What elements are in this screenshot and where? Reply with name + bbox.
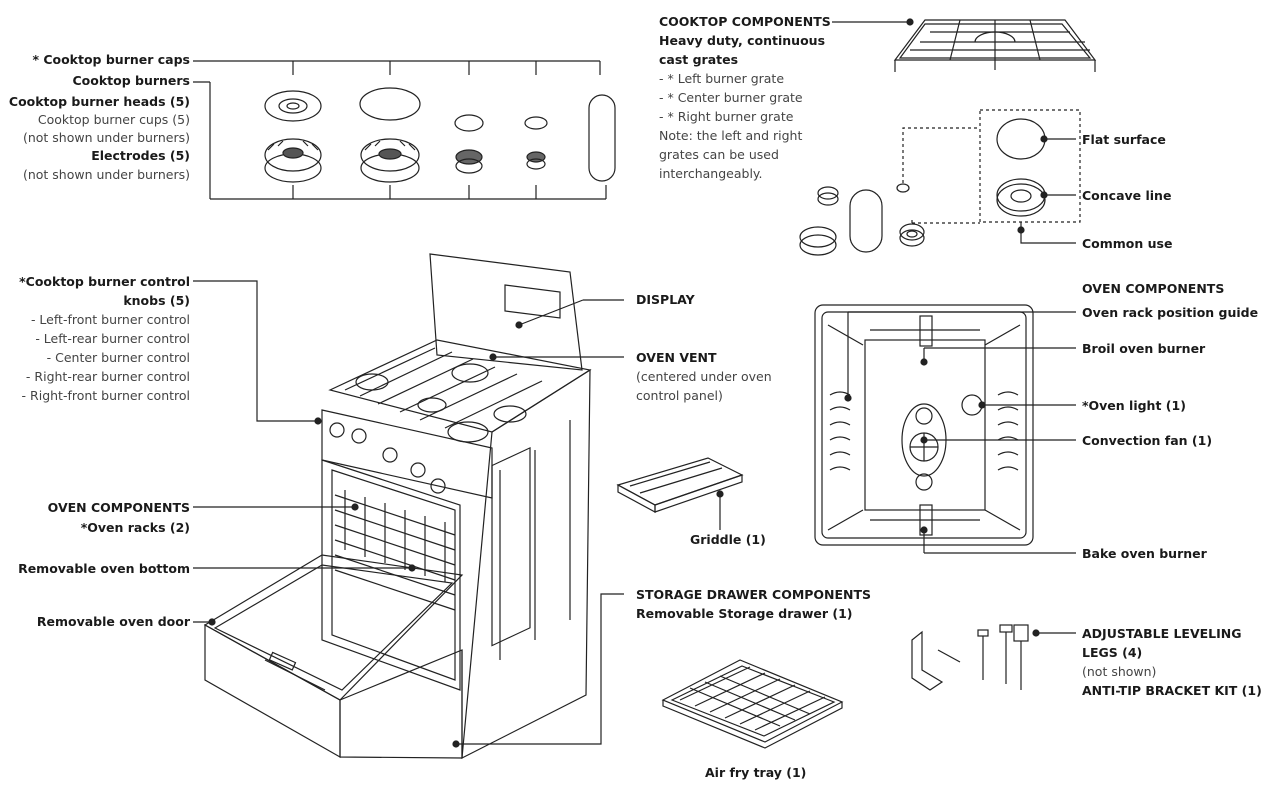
label-oven-door: Removable oven door	[36, 614, 190, 629]
label-burners: Cooktop burners	[72, 73, 190, 88]
knob-right-front: - Right-front burner control	[21, 388, 190, 403]
label-burner-heads: Cooktop burner heads (5)	[8, 94, 190, 109]
label-broil-burner: Broil oven burner	[1082, 341, 1206, 356]
label-burner-caps: * Cooktop burner caps	[32, 52, 190, 67]
label-flat-surface: Flat surface	[1082, 132, 1166, 147]
storage-block: STORAGE DRAWER COMPONENTS Removable Stor…	[636, 585, 871, 623]
knobs-block: *Cooktop burner control knobs (5) - Left…	[19, 272, 190, 405]
label-common-use: Common use	[1082, 236, 1173, 251]
leveling-block: ADJUSTABLE LEVELING LEGS (4) (not shown)…	[1082, 624, 1262, 700]
large-burner-cap-center	[359, 87, 421, 121]
storage-drawer: Removable Storage drawer (1)	[636, 606, 853, 621]
label-griddle: Griddle (1)	[690, 532, 766, 547]
large-burner-head-left	[264, 138, 322, 183]
label-convection-fan: Convection fan (1)	[1082, 433, 1213, 448]
label-cups-note: (not shown under burners)	[22, 130, 190, 145]
oven-vent-note-2: control panel)	[636, 388, 723, 403]
knobs-title-1: *Cooktop burner control	[19, 274, 190, 289]
grates-note-3: interchangeably.	[659, 166, 763, 181]
label-oven-racks: *Oven racks (2)	[80, 520, 190, 535]
medium-burner	[454, 114, 484, 174]
small-burner	[524, 116, 548, 170]
label-oven-bottom: Removable oven bottom	[18, 561, 190, 576]
right-grate: - * Right burner grate	[659, 109, 794, 124]
grates-title: Heavy duty, continuous	[659, 33, 826, 48]
oven-vent-title: OVEN VENT	[636, 350, 717, 365]
cooktop-components-block: COOKTOP COMPONENTS Heavy duty, continuou…	[659, 12, 831, 183]
oven-vent-block: OVEN VENT (centered under oven control p…	[636, 348, 772, 405]
storage-title: STORAGE DRAWER COMPONENTS	[636, 587, 872, 602]
large-burner-cap-left	[264, 90, 322, 122]
air-fry-tray-drawing	[661, 659, 844, 749]
cooktop-components-title: COOKTOP COMPONENTS	[659, 14, 831, 29]
knob-left-rear: - Left-rear burner control	[35, 331, 190, 346]
anti-tip-kit	[911, 624, 1076, 691]
not-shown: (not shown)	[1082, 664, 1157, 679]
oven-vent-note-1: (centered under oven	[636, 369, 772, 384]
knob-center: - Center burner control	[46, 350, 190, 365]
label-oven-components-right: OVEN COMPONENTS	[1082, 281, 1225, 296]
label-oven-components-left: OVEN COMPONENTS	[47, 500, 190, 515]
center-grate: - * Center burner grate	[659, 90, 803, 105]
label-burner-cups: Cooktop burner cups (5)	[37, 112, 190, 127]
label-display: DISPLAY	[636, 292, 695, 307]
label-rack-guide: Oven rack position guide	[1082, 305, 1259, 320]
label-concave-line: Concave line	[1082, 188, 1172, 203]
label-bake-burner: Bake oven burner	[1082, 546, 1207, 561]
knobs-title-2: knobs (5)	[123, 293, 190, 308]
burner-callout-lines	[193, 60, 607, 200]
label-air-fry-tray: Air fry tray (1)	[705, 765, 807, 780]
knob-left-front: - Left-front burner control	[30, 312, 190, 327]
label-electrodes: Electrodes (5)	[91, 148, 190, 163]
anti-tip-kit-label: ANTI-TIP BRACKET KIT (1)	[1082, 683, 1262, 698]
label-oven-light: *Oven light (1)	[1082, 398, 1186, 413]
left-grate: - * Left burner grate	[659, 71, 785, 86]
grates-title-2: cast grates	[659, 52, 739, 67]
grates-note-1: Note: the left and right	[659, 128, 803, 143]
caps-detail	[799, 109, 1081, 256]
oven-interior	[814, 304, 1076, 554]
label-electrodes-note: (not shown under burners)	[22, 167, 190, 182]
oval-burner-cap	[588, 94, 616, 182]
range-illustration	[203, 253, 592, 760]
griddle-drawing	[616, 457, 744, 530]
grates-note-2: grates can be used	[659, 147, 779, 162]
leveling-legs-1: ADJUSTABLE LEVELING	[1082, 626, 1242, 641]
leveling-legs-2: LEGS (4)	[1082, 645, 1143, 660]
cooktop-grate	[832, 18, 1097, 72]
range-callout-lines	[193, 280, 624, 748]
knob-right-rear: - Right-rear burner control	[25, 369, 190, 384]
large-burner-head-center	[360, 138, 420, 183]
